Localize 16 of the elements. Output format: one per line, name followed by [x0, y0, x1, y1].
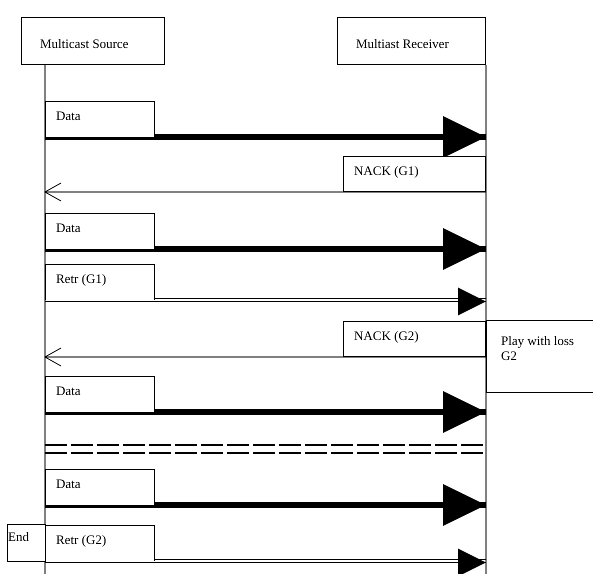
message-label: NACK (G1)	[343, 156, 486, 192]
message-label: NACK (G2)	[343, 321, 486, 357]
message-arrow	[45, 484, 486, 526]
message-arrow	[45, 116, 486, 158]
message-label: Data	[45, 376, 155, 412]
message-label: Data	[45, 213, 155, 249]
message-arrow	[45, 228, 486, 270]
message-label: Retr (G1)	[45, 264, 155, 300]
node-text: Multiast Receiver	[356, 36, 449, 51]
message-label: Retr (G2)	[45, 525, 155, 561]
message-arrow	[45, 391, 486, 433]
message-label: Data	[45, 101, 155, 137]
node-text: Multicast Source	[40, 36, 128, 51]
node-text: Play with loss G2	[501, 333, 575, 363]
node-text: End	[8, 529, 27, 544]
message-label: Data	[45, 469, 155, 505]
